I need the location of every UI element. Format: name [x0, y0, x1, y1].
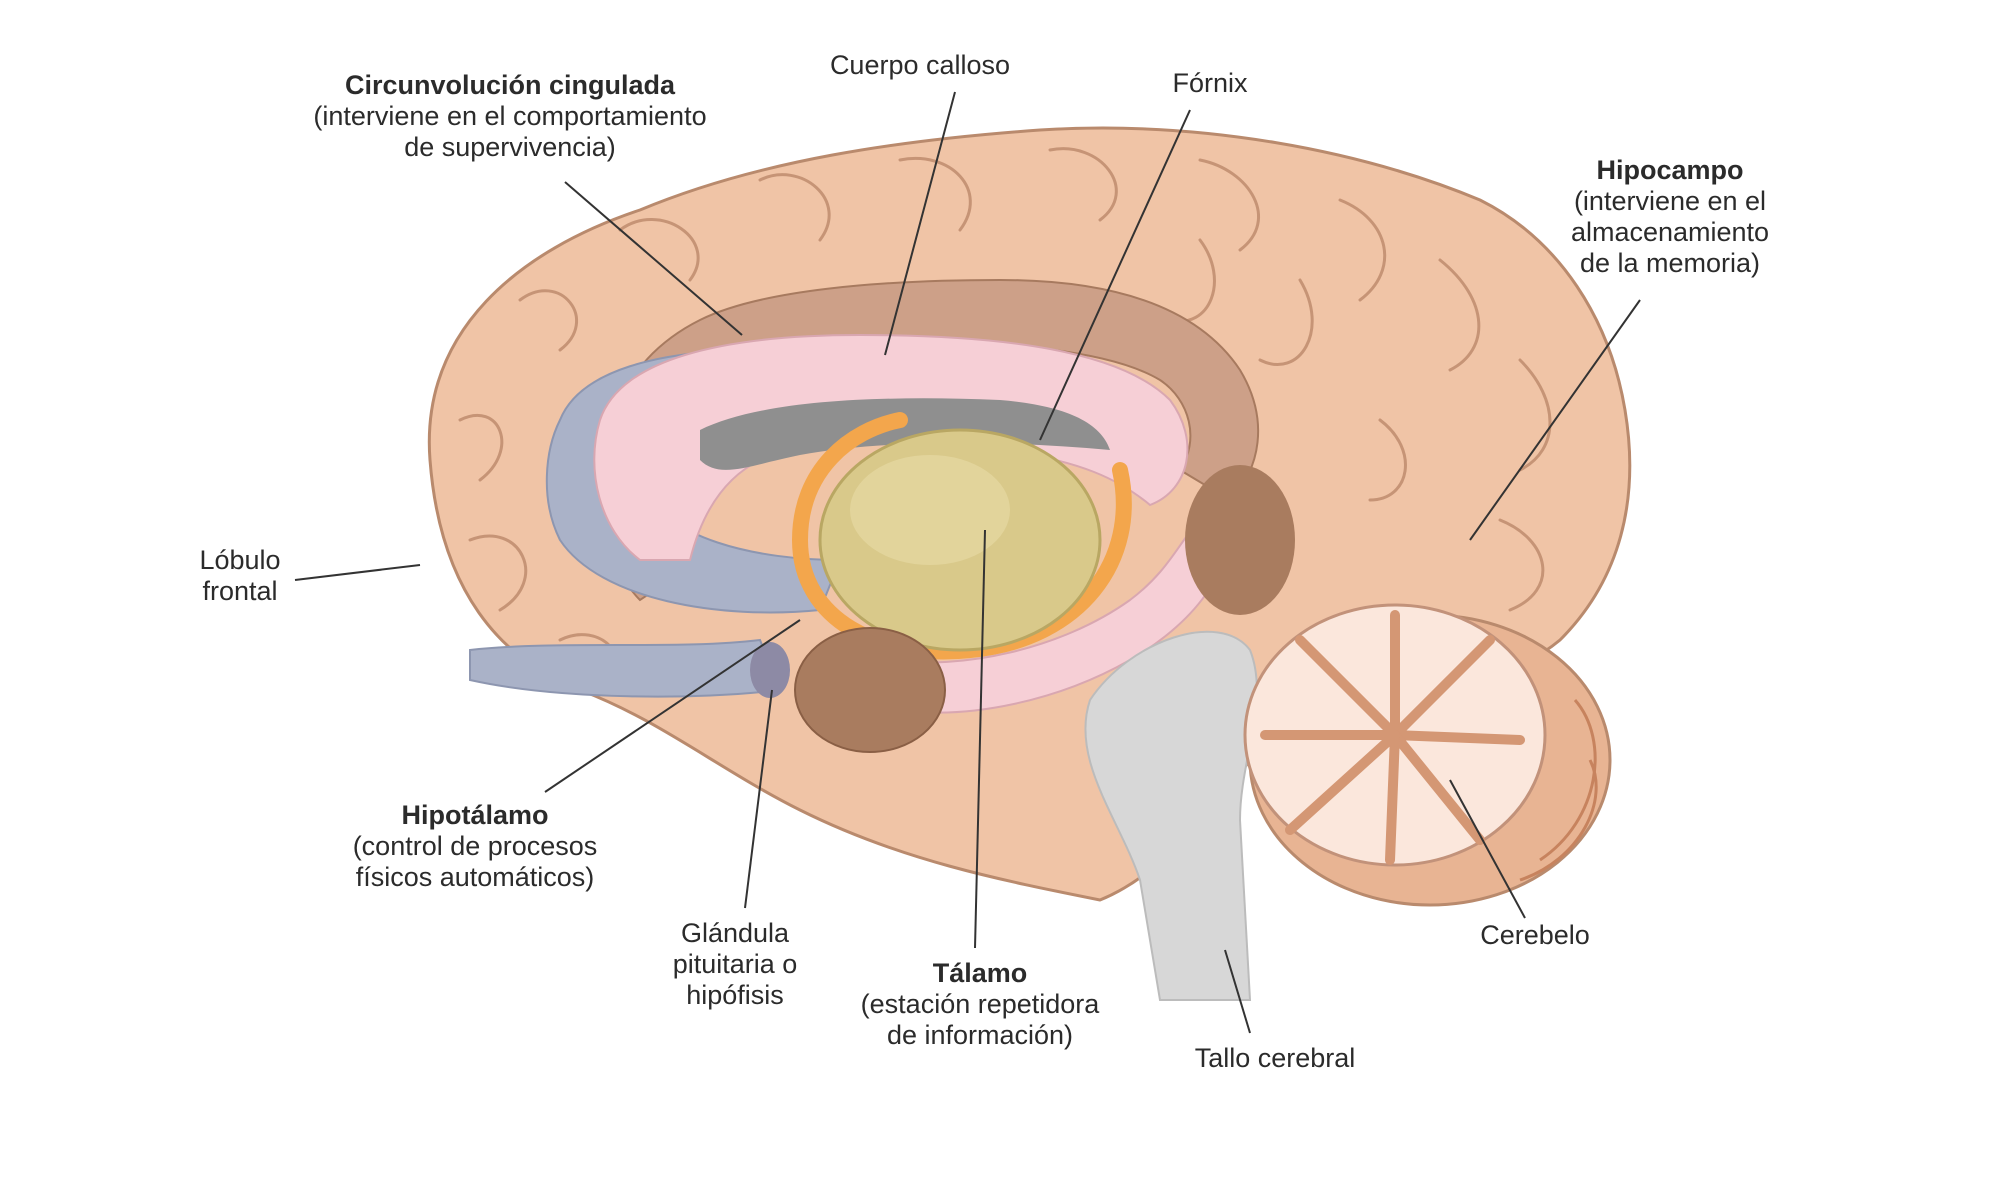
frontal-lobe-line2: frontal: [202, 576, 278, 606]
brainstem: [1084, 630, 1258, 1001]
pituitary-gland: [750, 642, 790, 698]
cingulate-title: Circunvolución cingulada: [344, 70, 676, 100]
hippocampus-desc-3: de la memoria): [1579, 248, 1761, 278]
thalamus-highlight: [850, 455, 1010, 565]
fornix-title: Fórnix: [1172, 68, 1248, 98]
label-corpus-callosum: Cuerpo calloso: [800, 50, 1040, 81]
cerebellum: [1243, 603, 1612, 907]
mammillary-body: [794, 627, 946, 753]
posterior-nucleus: [1185, 465, 1295, 615]
label-hippocampus: Hipocampo (interviene en el almacenamien…: [1530, 155, 1810, 279]
pituitary-line1: Glándula: [680, 918, 790, 948]
label-pituitary: Glándula pituitaria o hipófisis: [630, 918, 840, 1011]
label-frontal-lobe: Lóbulo frontal: [180, 545, 300, 607]
frontal-lobe-line1: Lóbulo: [199, 545, 281, 575]
hypothalamus-desc-1: (control de procesos: [352, 831, 598, 861]
label-hypothalamus: Hipotálamo (control de procesos físicos …: [320, 800, 630, 893]
brainstem-title: Tallo cerebral: [1194, 1043, 1356, 1073]
cortex-gyri: [458, 147, 1552, 692]
hippocampus-desc-1: (interviene en el: [1573, 186, 1767, 216]
label-cingulate: Circunvolución cingulada (interviene en …: [280, 70, 740, 163]
ventricle-lower: [469, 638, 782, 698]
label-cerebellum: Cerebelo: [1460, 920, 1610, 951]
ventricle-dark: [700, 398, 1110, 470]
label-fornix: Fórnix: [1140, 68, 1280, 99]
pituitary-line2: pituitaria o: [672, 949, 798, 979]
cerebellum-title: Cerebelo: [1480, 920, 1590, 950]
label-thalamus: Tálamo (estación repetidora de informaci…: [830, 958, 1130, 1051]
thalamus-title: Tálamo: [932, 958, 1028, 988]
hippocampus-desc-2: almacenamiento: [1570, 217, 1770, 247]
cingulate-desc-1: (interviene en el comportamiento: [313, 101, 707, 131]
thalamus-desc-1: (estación repetidora: [860, 989, 1100, 1019]
leader-lines: [294, 91, 1641, 1034]
thalamus-desc-2: de información): [886, 1020, 1074, 1050]
hippocampus-title: Hipocampo: [1596, 155, 1744, 185]
pituitary-line3: hipófisis: [686, 980, 784, 1010]
corpus-callosum-title: Cuerpo calloso: [829, 50, 1011, 80]
label-brainstem: Tallo cerebral: [1160, 1043, 1390, 1074]
hypothalamus-desc-2: físicos automáticos): [355, 862, 595, 892]
cingulate-desc-2: de supervivencia): [404, 132, 616, 162]
hypothalamus-title: Hipotálamo: [401, 800, 549, 830]
